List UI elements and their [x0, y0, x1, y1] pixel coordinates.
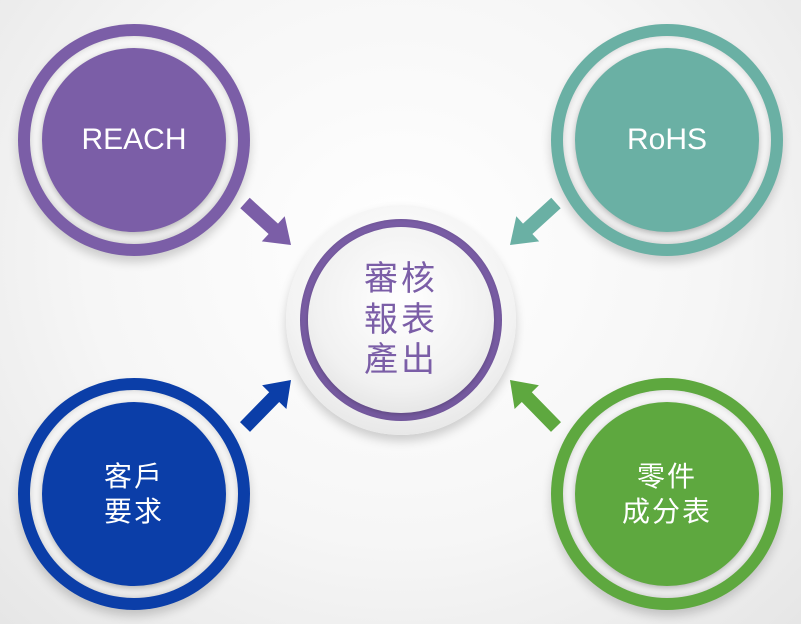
customer-label-line-1: 客戶 [103, 461, 164, 492]
reach-node-core: REACH [42, 48, 226, 232]
parts-label-line-2: 成分表 [621, 496, 712, 527]
center-node-core: 審核 報表 產出 [308, 227, 494, 413]
customer-node-core: 客戶 要求 [42, 402, 226, 586]
center-label-line-2: 報表 [364, 300, 438, 339]
arrow-parts-to-center [510, 380, 561, 432]
center-label-line-3: 產出 [364, 341, 438, 380]
reach-node: REACH [18, 24, 250, 256]
rohs-node: RoHS [551, 24, 783, 256]
parts-label-line-1: 零件 [636, 461, 697, 492]
parts-composition-node: 零件 成分表 [551, 378, 783, 610]
customer-requirements-node: 客戶 要求 [18, 378, 250, 610]
reach-label: REACH [81, 123, 187, 157]
rohs-node-core: RoHS [575, 48, 759, 232]
center-label-line-1: 審核 [364, 259, 438, 298]
customer-label-line-2: 要求 [103, 496, 164, 527]
rohs-label: RoHS [626, 123, 708, 157]
arrow-reach-to-center [240, 197, 291, 245]
audit-report-node: 審核 報表 產出 [286, 205, 516, 435]
arrow-customer-to-center [240, 380, 291, 432]
parts-node-core: 零件 成分表 [575, 402, 759, 586]
arrow-rohs-to-center [510, 197, 561, 245]
